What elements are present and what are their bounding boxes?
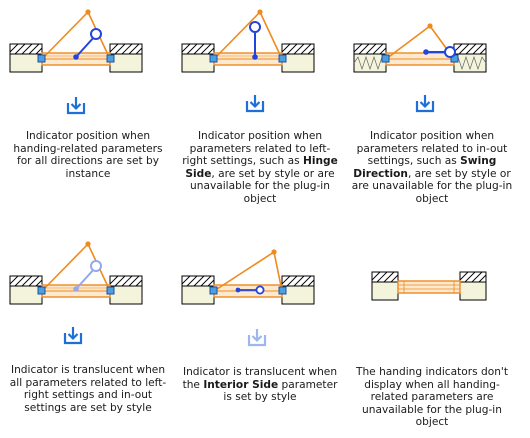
download-tray-icon — [245, 95, 265, 113]
wall-left — [9, 43, 43, 73]
wall-right — [109, 43, 143, 73]
door-plan-diagram — [181, 9, 315, 73]
caption: Indicator is translucent when all parame… — [6, 364, 170, 414]
download-tray-icon — [415, 95, 435, 113]
caption: Indicator position when handing-related … — [6, 130, 170, 180]
handing-indicator — [235, 285, 265, 295]
caption-bold-term: Swing Direction — [353, 155, 497, 180]
caption: Indicator position when parameters relat… — [350, 130, 514, 206]
wall-right — [109, 275, 143, 305]
window-frame — [397, 280, 461, 294]
wall-right — [281, 275, 315, 305]
door-swing — [41, 241, 111, 292]
door-plan-diagram — [9, 241, 143, 305]
caption-text: Indicator is translucent when all parame… — [9, 364, 167, 414]
frame-handle-right — [278, 286, 287, 295]
caption: Indicator position when parameters relat… — [178, 130, 342, 206]
frame-handle-left — [37, 54, 46, 63]
wall-left — [9, 275, 43, 305]
frame-handle-left — [381, 54, 390, 63]
caption-text: Indicator position when parameters relat… — [182, 130, 331, 168]
caption-bold-term: Hinge Side — [185, 155, 338, 180]
handing-indicator — [73, 28, 102, 60]
frame-handle-left — [209, 286, 218, 295]
door-swing — [213, 249, 283, 292]
door-swing — [41, 9, 111, 60]
door-frame — [213, 52, 283, 66]
download-tray-icon-faded — [247, 329, 267, 347]
caption-text: Indicator is translucent when the — [182, 366, 338, 391]
door-frame — [385, 52, 455, 66]
caption-text: parameter is set by style — [223, 378, 338, 404]
door-swing — [213, 9, 283, 60]
download-tray-icon — [63, 327, 83, 345]
caption-bold-term: Interior Side — [203, 378, 279, 391]
wall-right — [453, 43, 487, 73]
door-plan-diagram — [181, 249, 315, 305]
frame-handle-left — [209, 54, 218, 63]
caption-text: The handing indicators don't display whe… — [356, 366, 508, 429]
frame-handle-left — [37, 286, 46, 295]
wall-left — [371, 271, 399, 301]
wall-left — [181, 275, 215, 305]
frame-handle-right — [278, 54, 287, 63]
caption: Indicator is translucent when the Interi… — [178, 366, 342, 404]
caption-text: , are set by style or are unavailable fo… — [190, 167, 335, 205]
caption-text: Indicator position when handing-related … — [13, 130, 163, 180]
wall-right — [459, 271, 487, 301]
handing-indicator — [249, 21, 261, 60]
caption-text: , are set by style or are unavailable fo… — [351, 167, 513, 205]
door-plan-diagram — [371, 271, 487, 301]
door-frame — [213, 284, 283, 298]
handing-indicator-translucent — [73, 260, 102, 292]
wall-left — [181, 43, 215, 73]
door-plan-diagram — [353, 23, 487, 73]
door-plan-diagram — [9, 9, 143, 73]
frame-handle-right — [106, 54, 115, 63]
caption: The handing indicators don't display whe… — [350, 366, 514, 429]
download-tray-icon — [66, 97, 86, 115]
wall-left — [353, 43, 387, 73]
wall-right — [281, 43, 315, 73]
caption-text: Indicator position when parameters relat… — [356, 130, 508, 168]
frame-handle-right — [106, 286, 115, 295]
handing-indicator — [423, 46, 456, 58]
